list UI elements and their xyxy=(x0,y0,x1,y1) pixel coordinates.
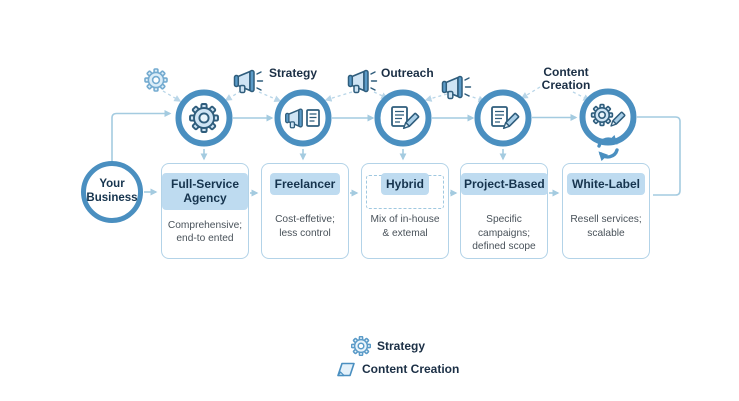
legend-label: Strategy xyxy=(377,339,426,353)
flow-line-business-to-strategy xyxy=(111,110,172,164)
content-creation-icon xyxy=(337,362,355,377)
option-description: Specific campaigns; defined scope xyxy=(472,214,536,252)
process-circles xyxy=(175,88,637,147)
option-title: Full-Service Agency xyxy=(162,173,248,210)
megaphone-document-icon xyxy=(285,108,320,129)
option-title: Freelancer xyxy=(269,173,341,196)
option-box-full-service-agency: Full-Service Agency Comprehensive; end-t… xyxy=(161,163,249,259)
dashed-arrow-outreach-c3 xyxy=(373,91,389,99)
phase-dashed-arrows xyxy=(162,86,591,103)
legend-label: Content Creation xyxy=(362,362,460,376)
dashed-arrow-gear-c1 xyxy=(162,90,182,102)
option-description: Resell services; scalable xyxy=(570,214,642,239)
flow-line-c5-feedback xyxy=(637,116,681,196)
option-description: Cost-effetive; less control xyxy=(275,214,335,239)
megaphone-icon xyxy=(441,75,472,100)
document-pencil-icon xyxy=(491,106,520,130)
document-pencil-icon xyxy=(391,106,420,130)
your-business-label: Your Business xyxy=(86,178,138,204)
dashed-arrow-outreach-c2 xyxy=(324,91,353,102)
option-title: White-Label xyxy=(567,173,645,196)
dashed-arrow-meg3-c3 xyxy=(424,93,448,102)
node-your-business: Your Business xyxy=(81,161,143,223)
megaphone-icon xyxy=(233,69,264,94)
dashed-arrow-strategy-c2 xyxy=(258,91,282,103)
legend-item-content-creation: Content Creation xyxy=(336,359,459,379)
option-box-white-label: White-Label Resell services; scalable xyxy=(562,163,650,259)
option-title: Project-Based xyxy=(461,173,548,196)
refresh-cycle-icon xyxy=(597,134,619,162)
gear-icon xyxy=(351,336,371,356)
phase-label-content-creation: Content Creation xyxy=(541,65,591,92)
dashed-arrow-strategy-c1 xyxy=(224,90,242,101)
option-description: Comprehensive; end-to ented xyxy=(167,219,243,245)
option-box-hybrid: Hybrid Mix of in-house & extemal xyxy=(361,163,449,259)
legend-item-strategy: Strategy xyxy=(351,336,425,356)
gear-pencil-icon xyxy=(590,103,626,127)
flow-connectors xyxy=(111,110,681,197)
option-description: Mix of in-house & extemal xyxy=(370,214,440,239)
option-title: Hybrid xyxy=(380,173,429,196)
option-box-freelancer: Freelancer Cost-effetive; less control xyxy=(261,163,349,259)
process-circle-outreach xyxy=(274,89,332,147)
gear-icon xyxy=(144,68,168,92)
phase-label-strategy: Strategy xyxy=(269,66,318,80)
option-box-project-based: Project-Based Specific campaigns; define… xyxy=(460,163,548,259)
gear-icon xyxy=(189,103,219,133)
megaphone-icon xyxy=(347,69,378,94)
phase-label-outreach: Outreach xyxy=(381,66,434,80)
